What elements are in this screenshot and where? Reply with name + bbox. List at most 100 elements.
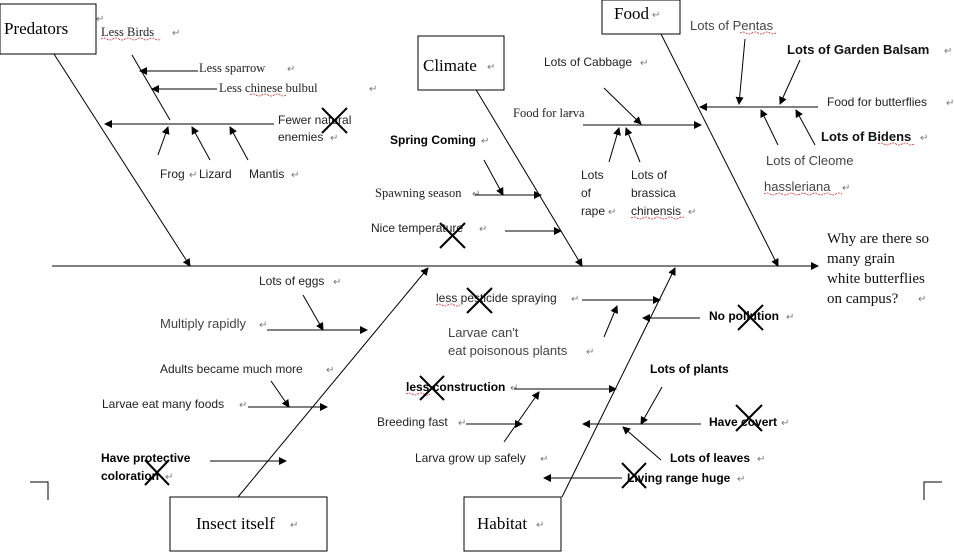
return-mark: ↵ <box>571 294 579 305</box>
return-mark: ↵ <box>536 520 544 531</box>
cause-lots-of-brassica-line3: chinensis <box>631 204 681 218</box>
cause-lots-of-rape-line2: of <box>581 186 592 200</box>
category-box-food: Food <box>601 0 681 35</box>
arrow-lots-of-pentas <box>735 38 746 105</box>
cause-fewer-natural-enemies-line1: Fewer natural <box>278 113 351 127</box>
return-mark: ↵ <box>757 454 765 465</box>
return-mark: ↵ <box>786 312 794 323</box>
cause-fewer-natural-enemies-line2: enemies <box>278 130 323 144</box>
return-mark: ↵ <box>172 28 180 39</box>
return-mark: ↵ <box>608 207 616 218</box>
problem-line-3: white butterflies <box>827 271 925 287</box>
cause-lizard: Lizard <box>199 167 232 181</box>
return-mark: ↵ <box>326 365 334 376</box>
bone-predators <box>53 53 191 267</box>
cause-food-for-butterflies: Food for butterflies <box>827 95 927 109</box>
return-mark: ↵ <box>565 109 573 120</box>
category-label-insect-itself: Insect itself <box>196 514 275 533</box>
category-box-predators: Predators <box>0 3 97 55</box>
cause-lots-of-brassica-line2: brassica <box>631 186 676 200</box>
cause-less-pesticide-spraying: less pesticide spraying <box>436 291 557 305</box>
cause-less-chinese-bulbul: Less chinese bulbul <box>219 81 318 95</box>
cause-lots-of-brassica-line1: Lots of <box>631 168 668 182</box>
cause-mantis: Mantis <box>249 167 284 181</box>
return-mark: ↵ <box>165 472 173 483</box>
return-mark: ↵ <box>458 418 466 429</box>
arrow-lots-of-garden-balsam <box>779 59 801 105</box>
cause-frog: Frog <box>160 167 185 181</box>
arrow-larva-grow-up-safely <box>503 391 540 443</box>
crossed-out-mark <box>621 462 647 489</box>
arrow-larvae-cant-eat <box>603 305 618 338</box>
spellcheck-underline <box>249 93 287 97</box>
cause-lots-of-rape-line1: Lots <box>581 168 604 182</box>
cause-protective-coloration-line2: coloration <box>101 469 159 483</box>
arrow-frog <box>157 126 170 156</box>
spellcheck-underline <box>763 192 843 196</box>
cause-lots-of-eggs: Lots of eggs <box>259 274 324 288</box>
cause-larva-grow-up-safely: Larva grow up safely <box>415 451 526 465</box>
return-mark: ↵ <box>291 170 299 181</box>
cause-protective-coloration-line1: Have protective <box>101 451 191 465</box>
problem-line-2: many grain <box>827 251 895 267</box>
cause-lots-of-cabbage: Lots of Cabbage <box>544 55 632 69</box>
spellcheck-underline <box>877 142 915 146</box>
return-mark: ↵ <box>540 454 548 465</box>
return-mark: ↵ <box>96 14 104 25</box>
arrow-spring-coming <box>483 159 504 196</box>
return-mark: ↵ <box>330 133 338 144</box>
spellcheck-underline <box>100 37 162 41</box>
return-mark: ↵ <box>737 474 745 485</box>
return-mark: ↵ <box>259 320 267 331</box>
arrow-lots-of-cleome <box>760 109 779 146</box>
return-mark: ↵ <box>333 277 341 288</box>
bone-habitat <box>561 267 676 498</box>
return-mark: ↵ <box>918 294 926 305</box>
crossed-out-mark <box>735 404 763 432</box>
category-label-habitat: Habitat <box>477 514 527 533</box>
bone-insect-itself <box>237 267 429 498</box>
arrow-lots-of-bidens <box>795 109 816 146</box>
crossed-out-mark <box>419 375 445 401</box>
bone-food <box>659 31 779 267</box>
arrow-mantis <box>229 126 249 161</box>
cause-adults-became-more: Adults became much more <box>160 362 303 376</box>
problem-line-4: on campus? <box>827 291 899 307</box>
return-mark: ↵ <box>290 520 298 531</box>
return-mark: ↵ <box>239 400 247 411</box>
arrow-lots-of-brassica <box>624 127 641 163</box>
cause-lots-of-plants: Lots of plants <box>650 362 729 376</box>
return-mark: ↵ <box>287 64 295 75</box>
crossed-out-mark <box>439 222 466 249</box>
return-mark: ↵ <box>479 224 487 235</box>
cause-less-birds: Less Birds <box>101 25 154 39</box>
cause-food-for-larva: Food for larva <box>513 106 585 120</box>
cause-living-range-huge: Living range huge <box>627 471 731 485</box>
problem-statement: Why are there so many grain white butter… <box>827 231 929 307</box>
cause-spring-coming: Spring Coming <box>390 133 476 147</box>
cause-no-pollution: No pollution <box>709 309 779 323</box>
cause-breeding-fast: Breeding fast <box>377 415 448 429</box>
arrow-lots-of-rape <box>608 127 621 163</box>
cause-spawning-season: Spawning season <box>375 186 462 200</box>
cause-lots-of-pentas: Lots of Pentas <box>690 18 774 33</box>
cause-larvae-cant-eat-line1: Larvae can't <box>448 325 519 340</box>
arrow-lots-of-plants <box>640 386 663 425</box>
return-mark: ↵ <box>842 183 850 194</box>
cause-larvae-eat-many-foods: Larvae eat many foods <box>102 397 224 411</box>
category-box-climate: Climate <box>417 35 505 91</box>
crossed-out-mark <box>737 304 764 331</box>
cause-lots-of-bidens: Lots of Bidens <box>821 129 911 144</box>
arrow-lots-of-eggs <box>302 294 324 331</box>
cause-multiply-rapidly: Multiply rapidly <box>160 316 246 331</box>
category-label-predators: Predators <box>4 19 68 38</box>
category-box-habitat: Habitat <box>463 496 562 552</box>
page-corner-mark-right <box>923 481 942 500</box>
crossed-out-mark <box>144 459 170 486</box>
spellcheck-underline <box>630 216 686 220</box>
return-mark: ↵ <box>652 10 660 21</box>
return-mark: ↵ <box>640 58 648 69</box>
cause-lots-of-leaves: Lots of leaves <box>670 451 750 465</box>
return-mark: ↵ <box>920 133 928 144</box>
spellcheck-underline <box>739 31 777 35</box>
